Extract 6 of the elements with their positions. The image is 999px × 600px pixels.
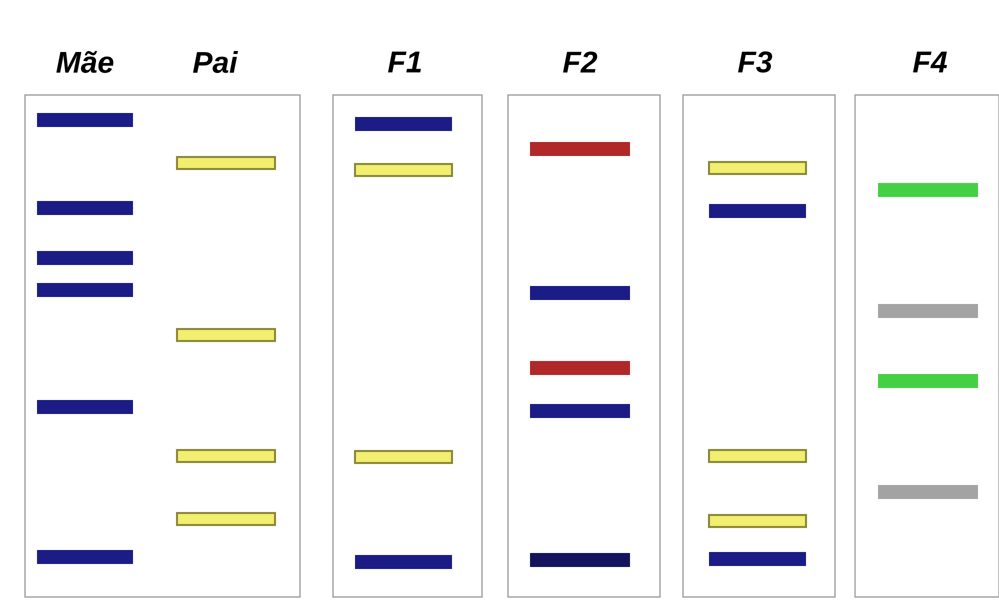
lane-label: F3: [738, 51, 772, 73]
lane-label: Mãe: [56, 51, 114, 73]
lane-label: Pai: [193, 51, 238, 74]
lane-label: F2: [563, 52, 598, 72]
lane-label: F4: [913, 52, 947, 72]
lane-label: F1: [388, 52, 421, 72]
